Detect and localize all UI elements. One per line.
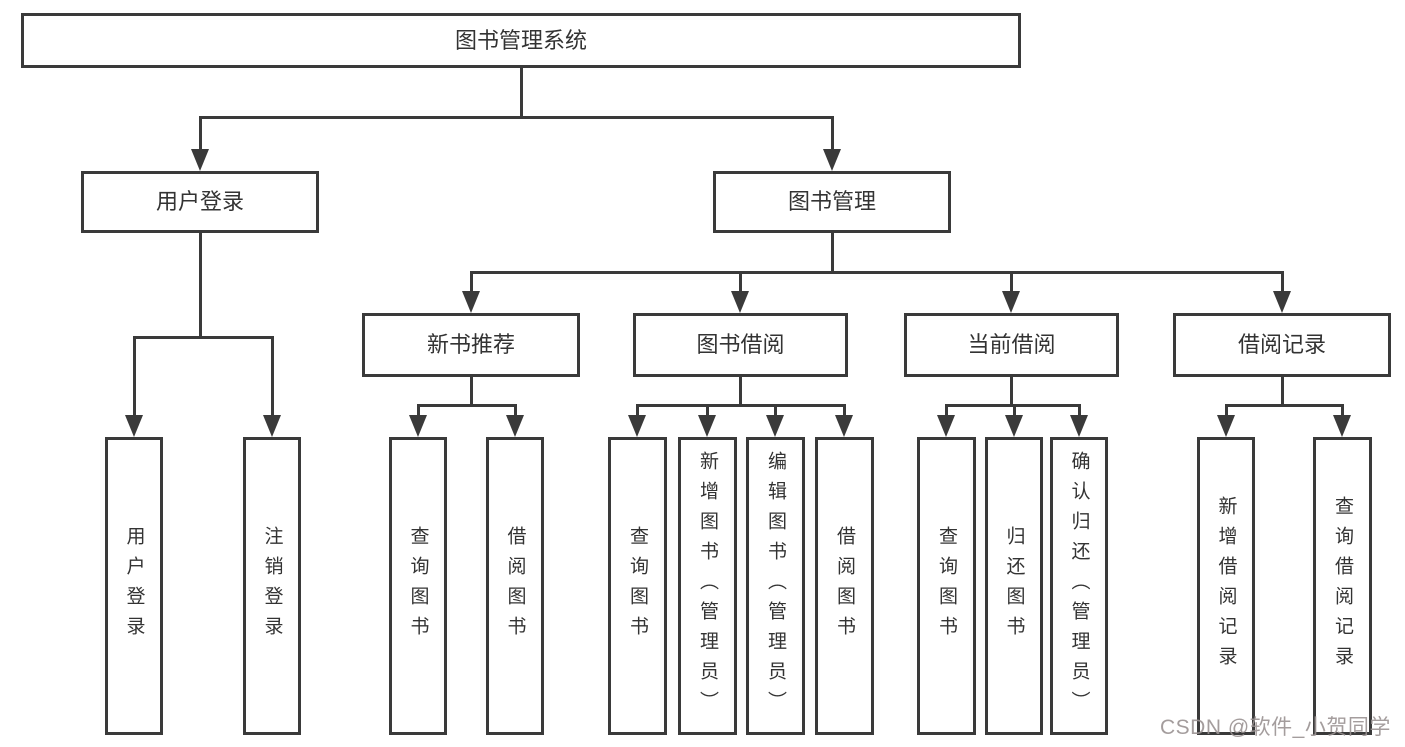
node-label: 图书借阅 [696,332,785,357]
arrow-shaft [1009,272,1013,295]
leaf-label: 确认归还（管理员） [1068,451,1090,721]
arrow-shaft [705,405,709,419]
connector-vline [830,233,834,274]
connector-vline [519,68,523,118]
leaf-label: 新增借阅记录 [1215,496,1237,676]
leaf-confirm-return-admin: 确认归还（管理员） [1050,437,1108,735]
leaf-label: 查询借阅记录 [1332,496,1353,676]
leaf-label: 用户登录 [123,526,145,646]
leaf-label: 借阅图书 [504,526,526,646]
node-user-login: 用户登录 [81,171,319,233]
connector-hline [132,335,274,339]
arrow-down-icon [1333,415,1351,437]
leaf-return-book: 归还图书 [985,437,1043,735]
leaf-add-book-admin: 新增图书（管理员） [678,437,737,735]
leaf-label: 查询图书 [936,526,957,646]
arrow-down-icon [835,415,853,437]
arrow-shaft [1340,405,1344,419]
leaf-label: 归还图书 [1003,526,1025,646]
arrow-shaft [416,405,420,419]
connector-hline [416,403,517,407]
arrow-down-icon [731,291,749,313]
connector-hline [198,115,834,119]
arrow-down-icon [191,149,209,171]
arrow-down-icon [698,415,716,437]
arrow-shaft [1224,405,1228,419]
arrow-shaft [469,272,473,295]
arrow-down-icon [462,291,480,313]
leaf-label: 新增图书（管理员） [697,451,718,721]
arrow-shaft [635,405,639,419]
arrow-shaft [513,405,517,419]
arrow-down-icon [823,149,841,171]
arrow-down-icon [766,415,784,437]
leaf-label: 注销登录 [261,526,283,646]
node-root-label: 图书管理系统 [454,27,587,53]
node-root: 图书管理系统 [21,13,1021,68]
node-label: 用户登录 [155,189,244,214]
arrow-shaft [944,405,948,419]
arrow-shaft [270,337,274,419]
arrow-shaft [132,337,136,419]
node-label: 图书管理 [787,189,876,214]
arrow-down-icon [1070,415,1088,437]
leaf-borrow-book-1: 借阅图书 [486,437,544,735]
connector-hline [635,403,846,407]
connector-vline [738,377,742,407]
arrow-shaft [1077,405,1081,419]
arrow-down-icon [125,415,143,437]
leaf-query-book-1: 查询图书 [389,437,447,735]
node-borrow-record: 借阅记录 [1173,313,1391,377]
connector-vline [1280,377,1284,407]
leaf-edit-book-admin: 编辑图书（管理员） [746,437,805,735]
connector-hline [469,270,1284,274]
node-current-borrow: 当前借阅 [904,313,1119,377]
node-label: 当前借阅 [967,332,1056,357]
connector-hline [1224,403,1344,407]
arrow-down-icon [1005,415,1023,437]
arrow-shaft [198,117,202,153]
leaf-query-borrow-record: 查询借阅记录 [1313,437,1372,735]
arrow-shaft [1012,405,1016,419]
leaf-logout: 注销登录 [243,437,301,735]
arrow-shaft [738,272,742,295]
arrow-shaft [773,405,777,419]
arrow-down-icon [628,415,646,437]
arrow-down-icon [409,415,427,437]
arrow-shaft [842,405,846,419]
leaf-label: 查询图书 [627,526,648,646]
arrow-down-icon [937,415,955,437]
leaf-label: 编辑图书（管理员） [765,451,786,721]
leaf-borrow-book-2: 借阅图书 [815,437,874,735]
arrow-down-icon [1273,291,1291,313]
arrow-shaft [830,117,834,153]
connector-vline [469,377,473,407]
leaf-label: 借阅图书 [834,526,855,646]
arrow-down-icon [1217,415,1235,437]
leaf-label: 查询图书 [407,526,429,646]
node-book-borrow: 图书借阅 [633,313,848,377]
leaf-user-login: 用户登录 [105,437,163,735]
connector-vline [198,233,202,339]
connector-vline [1009,377,1013,407]
node-label: 借阅记录 [1237,332,1326,357]
watermark-text: CSDN @软件_小贺同学 [1160,716,1391,739]
leaf-add-borrow-record: 新增借阅记录 [1197,437,1255,735]
arrow-shaft [1280,272,1284,295]
leaf-query-book-2: 查询图书 [608,437,667,735]
arrow-down-icon [263,415,281,437]
node-book-management: 图书管理 [713,171,951,233]
node-new-book-recommend: 新书推荐 [362,313,580,377]
arrow-down-icon [1002,291,1020,313]
leaf-query-book-3: 查询图书 [917,437,976,735]
arrow-down-icon [506,415,524,437]
node-label: 新书推荐 [426,332,515,357]
